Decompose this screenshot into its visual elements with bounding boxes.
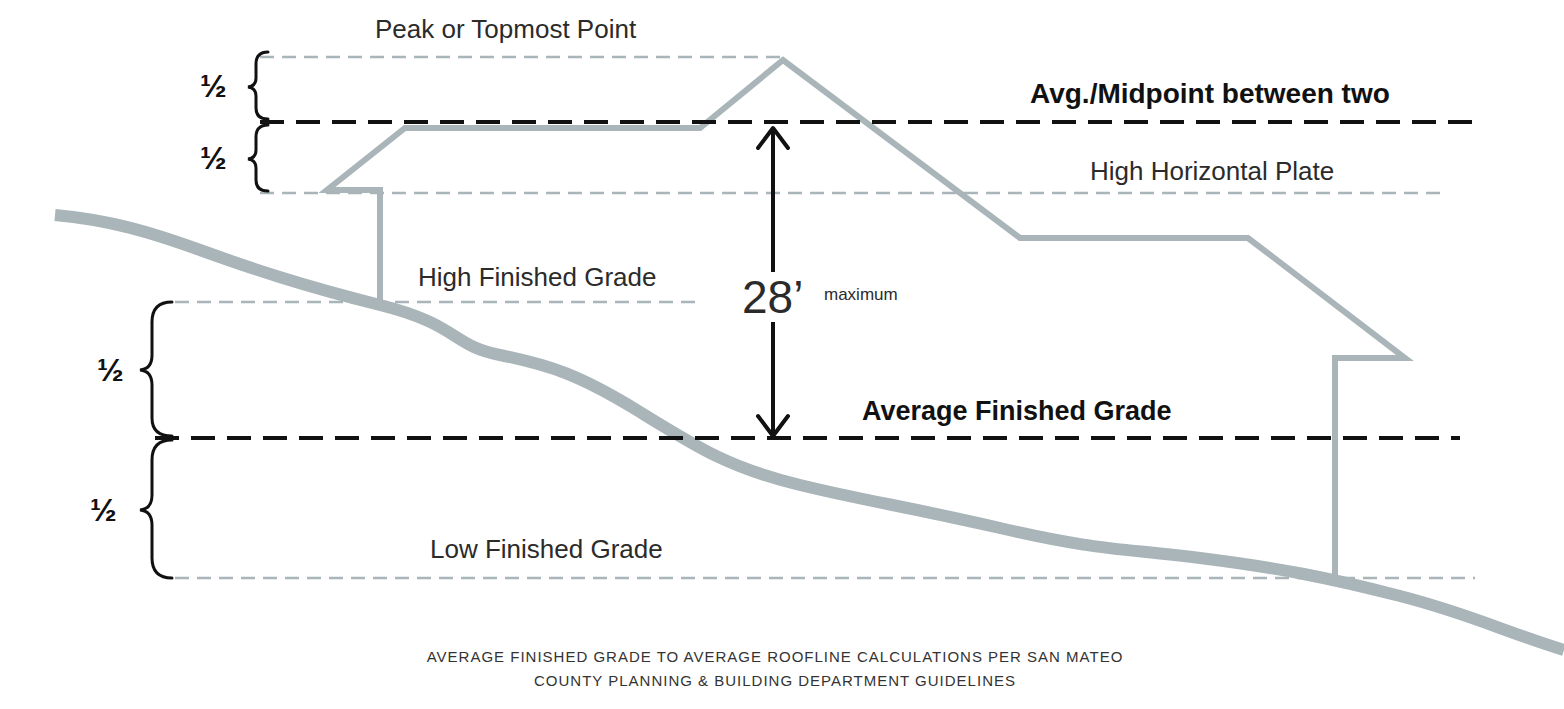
level-label: Average Finished Grade	[862, 398, 1172, 425]
brace	[248, 52, 268, 119]
arrowhead	[758, 416, 788, 436]
brace	[248, 125, 268, 191]
level-label: High Horizontal Plate	[1090, 158, 1334, 184]
dimension-note: maximum	[824, 286, 898, 303]
level-label: Avg./Midpoint between two	[1030, 80, 1390, 108]
level-label: Peak or Topmost Point	[375, 16, 636, 42]
half-mark: ½	[200, 142, 227, 174]
average-grade-line	[155, 436, 1460, 440]
brace	[140, 302, 172, 436]
brace	[140, 440, 172, 578]
half-mark: ½	[90, 494, 117, 526]
level-label: High Finished Grade	[418, 264, 656, 290]
peak-line	[260, 56, 785, 59]
plate-line	[260, 192, 1445, 195]
dimension-value: 28’	[738, 272, 807, 322]
high-grade-line	[175, 301, 700, 304]
half-mark: ½	[200, 70, 227, 102]
half-mark: ½	[97, 354, 124, 386]
low-grade-line	[175, 577, 1475, 580]
caption: AVERAGE FINISHED GRADE TO AVERAGE ROOFLI…	[425, 645, 1125, 693]
arrowhead	[758, 128, 788, 148]
level-label: Low Finished Grade	[430, 536, 663, 562]
midpoint-line	[260, 120, 1480, 124]
house-outline	[327, 60, 1405, 578]
